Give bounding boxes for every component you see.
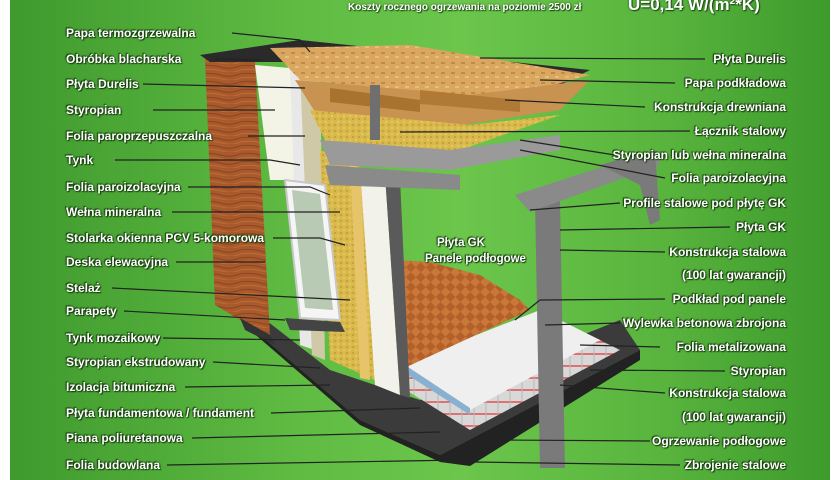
wall-stud <box>350 165 370 380</box>
label-left-0: Papa termozgrzewalna <box>66 26 196 40</box>
u-value: U=0,14 W/(m²*K) <box>628 0 760 14</box>
interior-wall <box>385 175 410 398</box>
label-left-4: Folia paroprzepuszczalna <box>66 129 213 143</box>
label-right-13: Styropian <box>730 364 786 378</box>
label-center-panels: Panele podłogowe <box>425 253 526 265</box>
wall-styrofoam <box>255 65 300 180</box>
roof-timber-beam-2 <box>420 90 520 112</box>
heating-cost-note: Koszty rocznego ogrzewania na poziomie 2… <box>348 2 582 13</box>
label-right-15: (100 lat gwarancji) <box>681 410 786 424</box>
label-right-8: Konstrukcja stalowa <box>669 245 786 259</box>
label-left-10: Stelaż <box>66 281 101 295</box>
label-right-6: Profile stalowe pod płytę GK <box>623 196 786 210</box>
label-left-2: Płyta Durelis <box>66 77 139 91</box>
label-left-6: Folia paroizolacyjna <box>66 180 181 194</box>
floor-panels <box>395 260 530 370</box>
window-sill <box>285 318 345 332</box>
label-right-11: Wylewka betonowa zbrojona <box>622 316 786 330</box>
label-left-3: Styropian <box>66 103 122 117</box>
facade-edge <box>240 318 275 345</box>
label-right-7: Płyta GK <box>735 220 786 234</box>
label-right-5: Folia paroizolacyjna <box>671 171 786 185</box>
right-leader-lines <box>399 57 731 466</box>
label-center-gypsum: Płyta GK <box>437 237 485 249</box>
label-left-11: Parapety <box>66 304 117 318</box>
label-right-10: Podkład pod panele <box>672 292 786 306</box>
left-margin <box>0 0 10 480</box>
label-left-14: Izolacja bitumiczna <box>66 380 176 394</box>
window-glass <box>292 190 333 310</box>
label-right-9: (100 lat gwarancji) <box>681 268 786 282</box>
label-left-16: Piana poliuretanowa <box>66 431 183 445</box>
label-right-17: Zbrojenie stalowe <box>684 458 786 472</box>
label-left-7: Wełna mineralna <box>66 205 162 219</box>
label-left-13: Styropian ekstrudowany <box>66 355 206 369</box>
label-left-15: Płyta fundamentowa / fundament <box>66 406 255 420</box>
label-left-12: Tynk mozaikowy <box>66 331 161 345</box>
label-left-17: Folia budowlana <box>66 458 161 472</box>
roof-steel-profiles <box>320 135 560 170</box>
label-right-2: Konstrukcja drewniana <box>653 100 786 114</box>
label-right-0: Płyta Durelis <box>713 52 786 66</box>
label-right-14: Konstrukcja stalowa <box>669 386 786 400</box>
steel-connector <box>370 85 380 140</box>
wall-gypsum-board <box>360 168 400 395</box>
steel-post <box>535 200 565 468</box>
floor-underlay <box>400 365 470 415</box>
label-right-4: Styropian lub wełna mineralna <box>612 148 786 162</box>
label-right-3: Łącznik stalowy <box>694 124 786 138</box>
label-left-1: Obróbka blacharska <box>66 52 182 66</box>
roof-osb <box>270 45 590 100</box>
label-left-9: Deska elewacyjna <box>66 255 169 269</box>
facade-boards <box>205 58 270 335</box>
roof-gypsum-board <box>325 165 460 190</box>
left-leader-lines <box>111 32 461 466</box>
label-right-12: Folia metalizowana <box>676 340 786 354</box>
label-right-16: Ogrzewanie podłogowe <box>651 434 786 448</box>
right-margin <box>830 0 840 480</box>
label-left-8: Stolarka okienna PCV 5-komorowa <box>66 231 265 245</box>
label-left-5: Tynk <box>66 153 94 167</box>
label-right-1: Papa podkładowa <box>684 76 786 90</box>
